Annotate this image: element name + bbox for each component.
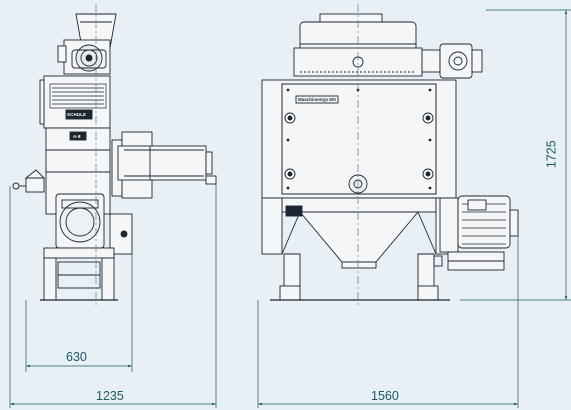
brand-plate-label: SCHULE <box>67 112 87 117</box>
side-view <box>12 13 217 301</box>
model-plate-label: Maschinentyp MS <box>298 97 337 102</box>
centerlines <box>95 4 359 306</box>
front-view <box>261 13 519 301</box>
side-plate-label: A-8 <box>73 134 81 139</box>
dimension-1560: 1560 <box>371 389 399 403</box>
dimension-630: 630 <box>66 350 87 364</box>
dimension-1725: 1725 <box>544 140 559 169</box>
dimension-1235: 1235 <box>96 389 124 403</box>
dimension-lines <box>9 9 571 408</box>
